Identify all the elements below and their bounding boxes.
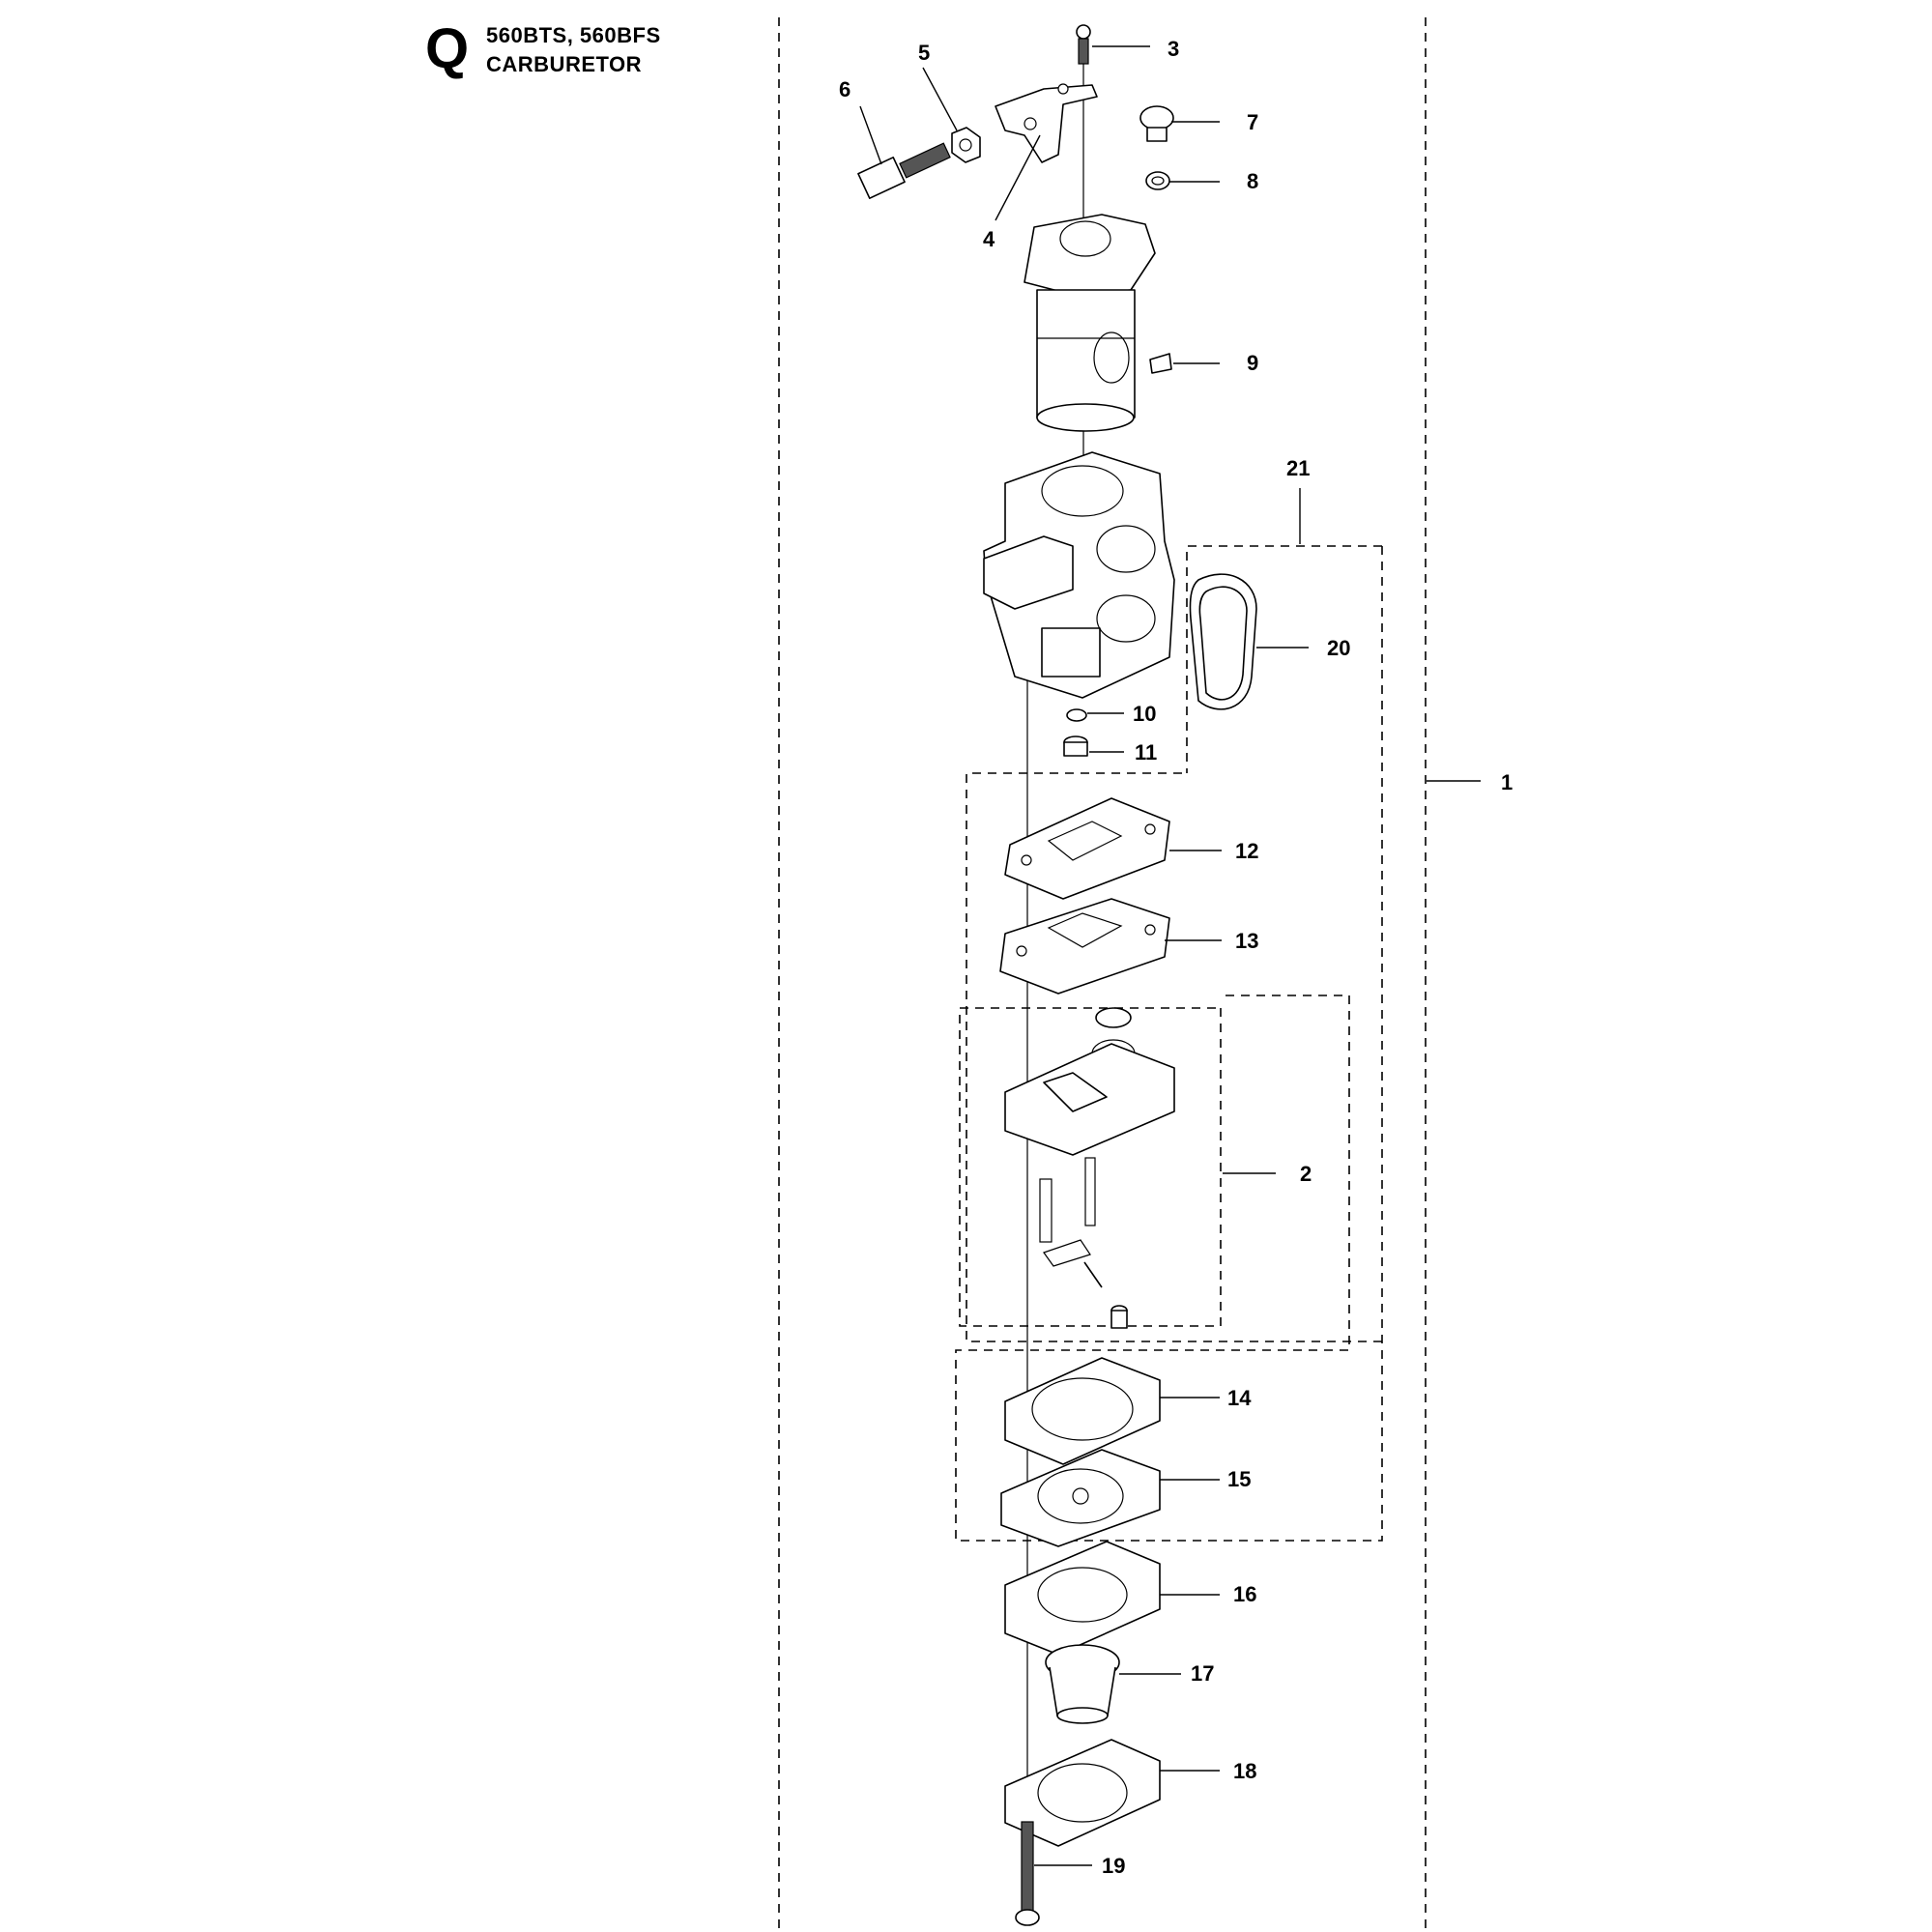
part-12-gasket [1004,797,1170,900]
part-2-metering-assembly [1004,1007,1175,1329]
part-19-bolt [1015,1821,1040,1926]
callout-2: 2 [1300,1162,1312,1186]
kit-21-boundary-b [955,546,1383,1542]
callout-17: 17 [1191,1661,1214,1686]
part-5-nut [951,127,981,163]
throttle-barrel [1024,214,1156,432]
carburetor-body [983,451,1175,699]
model-numbers: 560BTS, 560BFS [486,23,661,47]
kit-2-boundary [959,1007,1222,1327]
part-9-clip [1149,353,1172,374]
callout-5: 5 [918,41,930,65]
part-6-adjust-screw [857,142,951,199]
callout-7: 7 [1247,110,1258,134]
part-13-diaphragm [999,898,1170,995]
section-letter: Q [425,17,470,80]
part-7-idle-screw [1139,105,1174,142]
callout-15: 15 [1227,1467,1251,1491]
callout-8: 8 [1247,169,1258,193]
callout-1: 1 [1501,770,1513,794]
callout-4: 4 [983,227,995,251]
part-17-pump-cup [1045,1644,1120,1724]
part-10-o-ring [1066,708,1087,722]
callout-13: 13 [1235,929,1258,953]
callout-16: 16 [1233,1582,1256,1606]
kit-21-boundary-a [966,772,1382,1342]
callout-11: 11 [1135,740,1157,764]
part-15-diaphragm [1000,1449,1161,1547]
part-4-throttle-lever [995,84,1098,163]
callout-10: 10 [1133,702,1156,726]
callout-19: 19 [1102,1854,1125,1878]
callout-3: 3 [1168,37,1179,61]
callout-12: 12 [1235,839,1258,863]
part-3-screw [1076,24,1091,65]
callout-20: 20 [1327,636,1350,660]
diagram-title: CARBURETOR [486,52,643,76]
part-20-gasket [1189,573,1257,710]
part-11-plug [1063,735,1088,757]
callout-6: 6 [839,77,851,101]
kit-21-boundary-c [1186,545,1382,773]
callout-14: 14 [1227,1386,1252,1410]
callout-21: 21 [1286,456,1310,480]
callout-9: 9 [1247,351,1258,375]
part-16-metering-cover [1004,1541,1161,1656]
part-18-cover [1004,1739,1161,1847]
part-14-gasket [1004,1357,1161,1465]
callout-18: 18 [1233,1759,1256,1783]
